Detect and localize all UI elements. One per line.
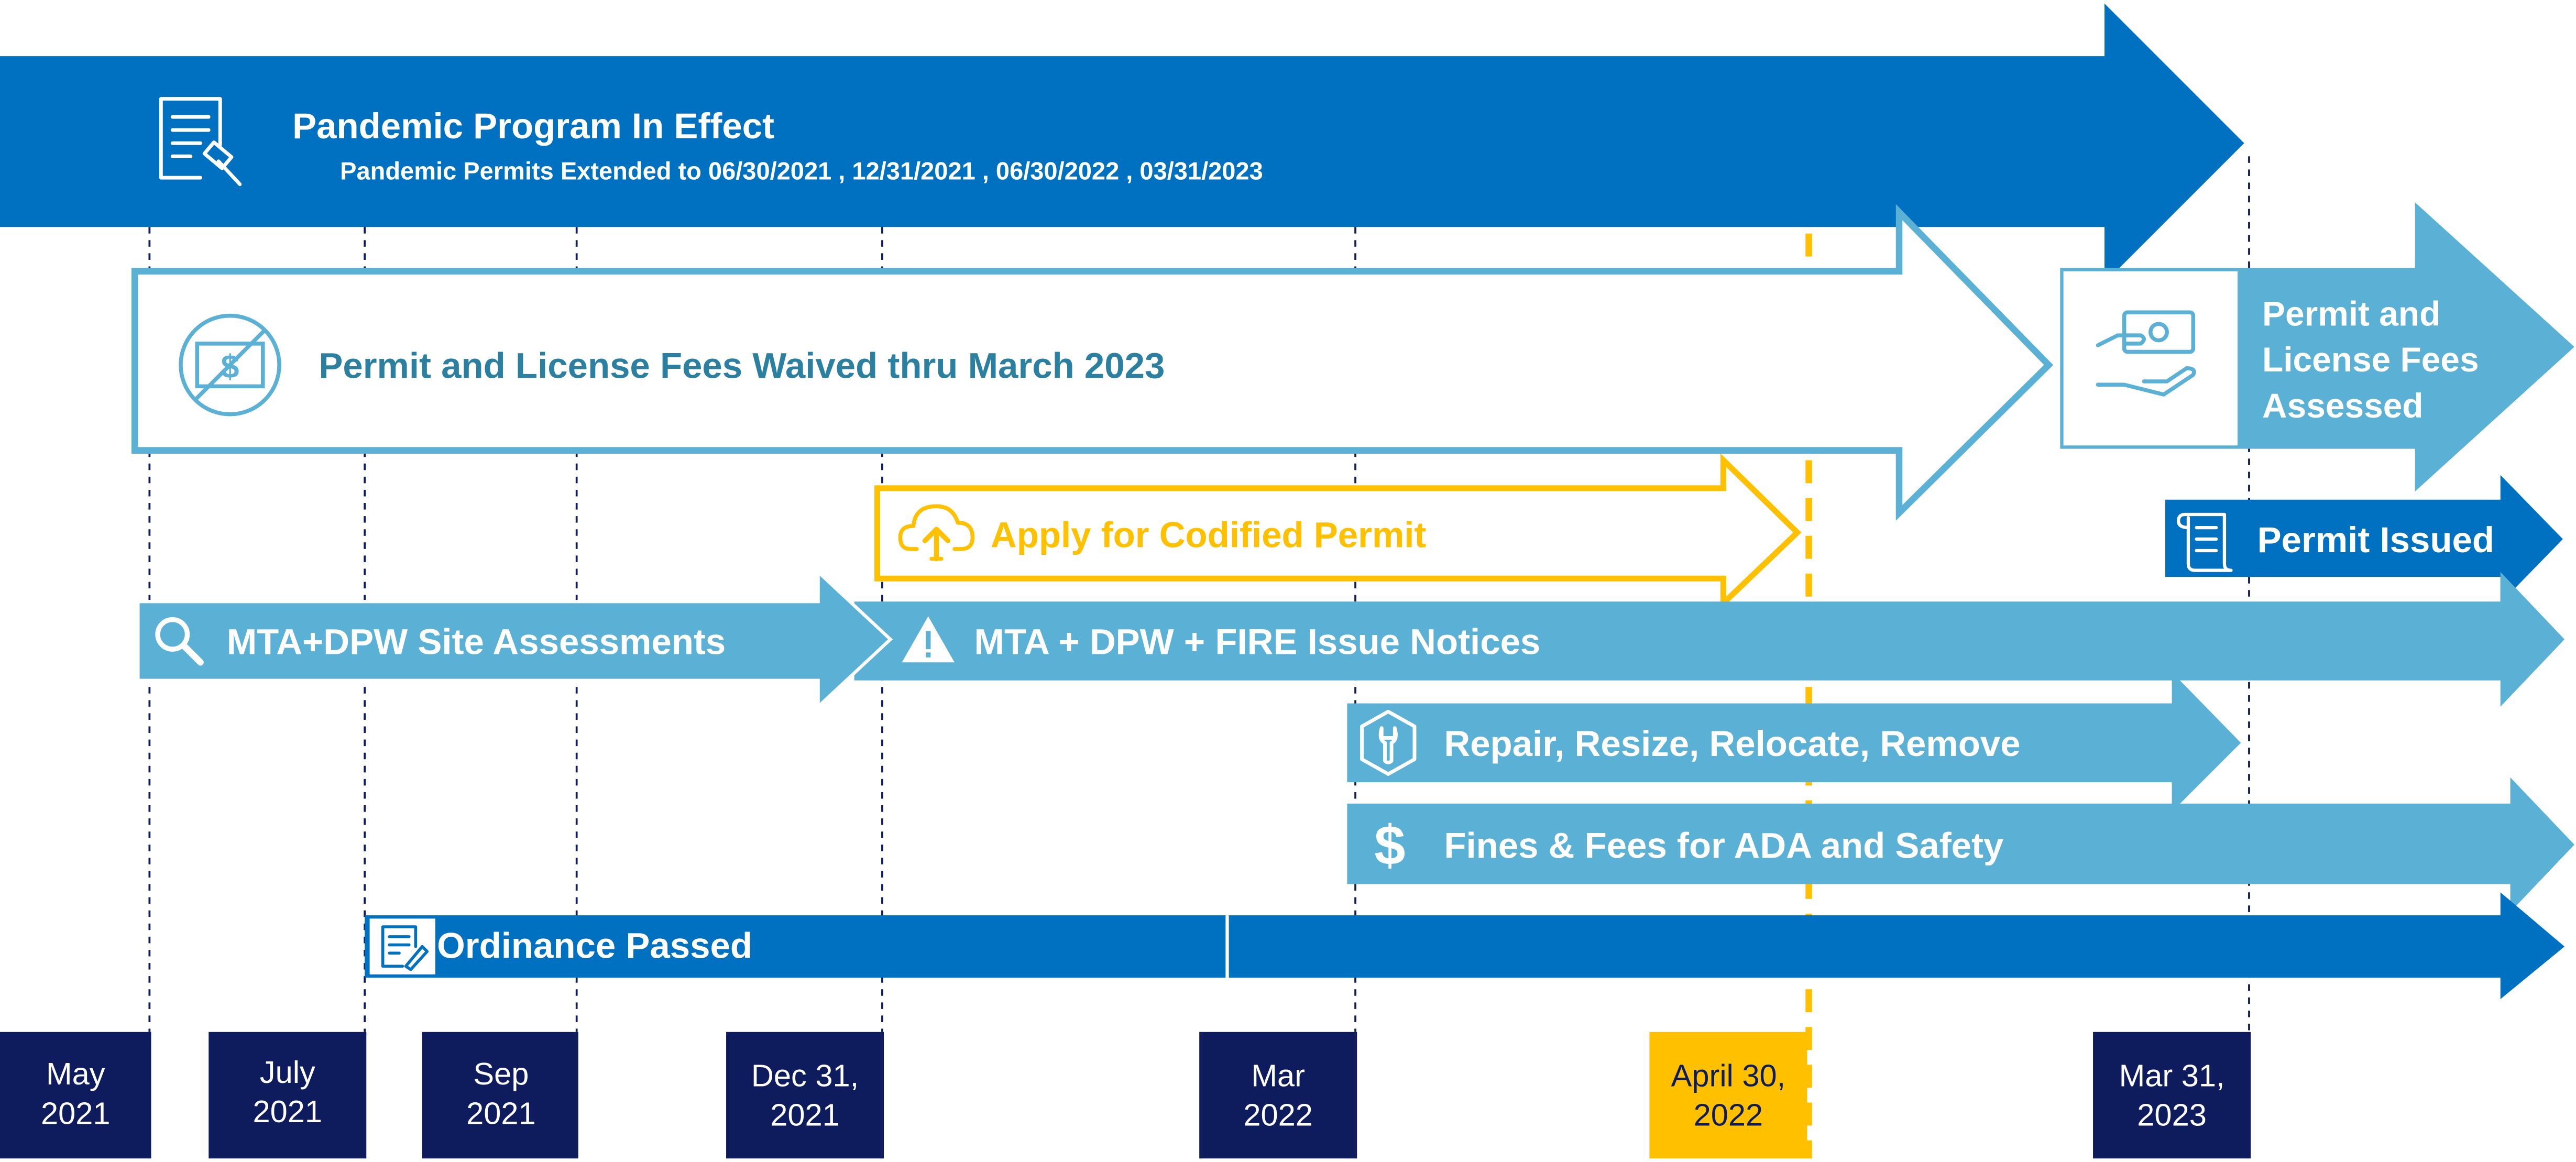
date-line2: 2021 <box>253 1094 322 1129</box>
ordinance-label: Ordinance Passed <box>437 926 752 966</box>
date-line2: 2023 <box>2137 1098 2207 1133</box>
pandemic-program-title: Pandemic Program In Effect <box>292 106 774 146</box>
fees-assessed-line1: Permit and <box>2262 294 2440 333</box>
document-gavel-icon <box>159 97 242 187</box>
date-box-mar-2022: Mar 2022 <box>1199 1032 1357 1159</box>
date-box-sep-2021: Sep 2021 <box>422 1032 578 1159</box>
apply-permit-label: Apply for Codified Permit <box>991 515 1427 555</box>
fees-assessed-line2: License Fees <box>2262 340 2479 379</box>
repair-label: Repair, Resize, Relocate, Remove <box>1444 723 2020 764</box>
issue-notices-label: MTA + DPW + FIRE Issue Notices <box>974 622 1541 662</box>
date-box-april-2022: April 30, 2022 <box>1649 1032 1807 1159</box>
permit-issued-arrow: Permit Issued <box>2165 475 2563 604</box>
document-pen-icon <box>381 925 429 971</box>
date-box-dec-2021: Dec 31, 2021 <box>726 1032 884 1159</box>
site-assessments-arrow: MTA+DPW Site Assessments <box>136 568 893 711</box>
fines-label: Fines & Fees for ADA and Safety <box>1444 825 2003 865</box>
fees-waived-label: Permit and License Fees Waived thru Marc… <box>319 346 1165 386</box>
fees-assessed-arrow: Permit and License Fees Assessed <box>2060 202 2574 492</box>
date-line2: 2021 <box>770 1098 840 1133</box>
no-money-icon: $ <box>179 313 281 416</box>
date-line1: April 30, <box>1671 1058 1786 1093</box>
date-line1: Dec 31, <box>751 1058 859 1093</box>
date-box-july-2021: July 2021 <box>209 1032 367 1159</box>
date-line1: Sep <box>473 1056 529 1091</box>
apply-permit-arrow: Apply for Codified Permit <box>874 453 1802 610</box>
date-box-mar-2023: Mar 31, 2023 <box>2093 1032 2251 1159</box>
permit-issued-label: Permit Issued <box>2257 520 2494 560</box>
hand-money-icon <box>2096 310 2196 397</box>
date-line2: 2022 <box>1243 1098 1313 1133</box>
fees-waived-arrow: $ Permit and License Fees Waived thru Ma… <box>131 204 2054 521</box>
site-assessments-label: MTA+DPW Site Assessments <box>227 622 726 662</box>
repair-arrow: Repair, Resize, Relocate, Remove <box>1347 672 2241 812</box>
date-line1: Mar 31, <box>2119 1058 2225 1093</box>
date-line2: 2022 <box>1694 1098 1763 1133</box>
warning-icon <box>902 616 955 663</box>
date-line1: May <box>46 1056 105 1091</box>
pandemic-program-arrow: Pandemic Program In Effect Pandemic Perm… <box>0 3 2244 283</box>
date-line1: July <box>260 1055 315 1090</box>
date-line1: Mar <box>1251 1058 1305 1093</box>
wrench-icon <box>1360 709 1417 776</box>
timeline-dates: May 2021 July 2021 Sep 2021 Dec 31, 2021… <box>0 1032 2251 1159</box>
date-line2: 2021 <box>466 1095 536 1131</box>
dollar-icon: $ <box>1374 814 1405 876</box>
fees-assessed-icon-box <box>2063 271 2238 446</box>
date-line2: 2021 <box>41 1095 111 1131</box>
fees-assessed-line3: Assessed <box>2262 386 2424 425</box>
pandemic-program-subtitle: Pandemic Permits Extended to 06/30/2021 … <box>340 157 1263 184</box>
issue-notices-arrow: MTA + DPW + FIRE Issue Notices <box>854 572 2565 707</box>
ordinance-arrow: Ordinance Passed <box>365 892 2565 1000</box>
fines-arrow: $ Fines & Fees for ADA and Safety <box>1347 777 2574 912</box>
scroll-icon <box>2176 512 2233 572</box>
cloud-upload-icon <box>898 504 975 562</box>
date-box-may-2021: May 2021 <box>0 1032 151 1159</box>
magnifier-icon <box>155 617 204 666</box>
